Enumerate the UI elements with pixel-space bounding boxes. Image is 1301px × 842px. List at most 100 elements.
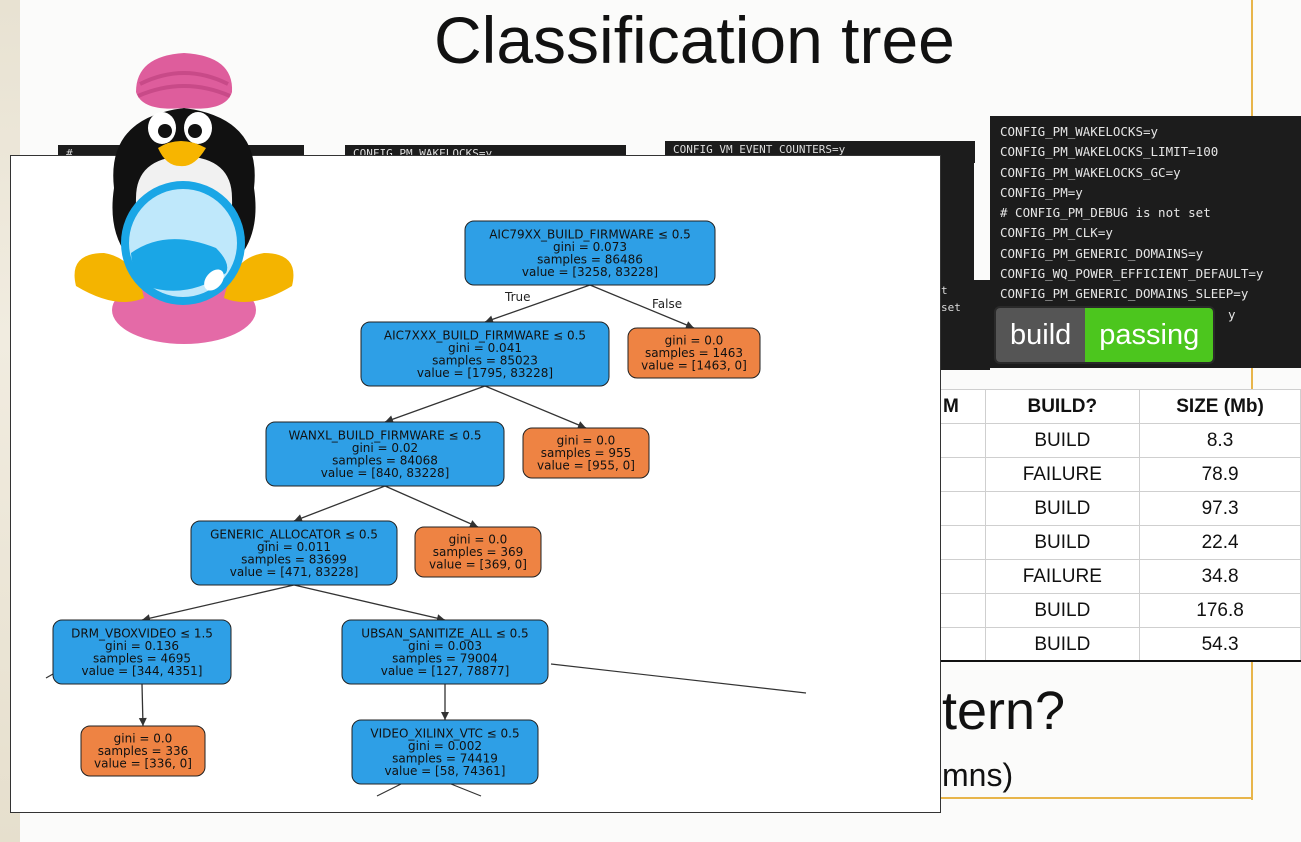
node-split-rule: AIC79XX_BUILD_FIRMWARE ≤ 0.5 — [489, 227, 691, 241]
badge-label: build — [996, 308, 1086, 362]
node-box — [522, 427, 650, 479]
edge-arrowhead — [577, 421, 586, 429]
node-stat: value = [1463, 0] — [641, 359, 747, 373]
node-stat: gini = 0.0 — [449, 533, 508, 547]
config-line: CONFIG_PM_WAKELOCKS=y — [1000, 124, 1159, 139]
table-cell: 22.4 — [1139, 525, 1301, 560]
edge-arrowhead — [294, 514, 303, 522]
tree-edge — [484, 284, 591, 323]
node-box — [464, 220, 716, 286]
node-stat: samples = 84068 — [332, 453, 438, 467]
penguin-beak — [158, 141, 206, 167]
table-cell: FAILURE — [984, 559, 1141, 594]
tree-edge — [384, 385, 486, 423]
node-box — [414, 526, 542, 578]
node-stat: samples = 83699 — [241, 552, 347, 566]
table-cell: BUILD — [984, 593, 1141, 628]
node-box — [360, 321, 610, 387]
tree-edge — [589, 284, 695, 329]
edge-arrowhead — [138, 717, 147, 726]
node-box — [265, 421, 505, 487]
node-stat: gini = 0.073 — [553, 240, 627, 254]
badge-status: passing — [1085, 308, 1214, 362]
tree-edge — [484, 385, 587, 429]
table-cell: 8.3 — [1139, 423, 1301, 458]
slide-title: Classification tree — [434, 3, 955, 77]
edge-label-false: False — [652, 297, 682, 311]
node-stat: samples = 79004 — [392, 651, 498, 665]
config-snippet-text: set — [941, 301, 961, 314]
node-split-rule: VIDEO_XILINX_VTC ≤ 0.5 — [370, 726, 519, 740]
node-stat: value = [127, 78877] — [381, 664, 510, 678]
tree-edge — [450, 783, 482, 797]
table-cell: 54.3 — [1139, 627, 1301, 662]
table-cell: 97.3 — [1139, 491, 1301, 526]
table-cell: 176.8 — [1139, 593, 1301, 628]
slide-frame-line — [940, 797, 1253, 799]
node-split-rule: WANXL_BUILD_FIRMWARE ≤ 0.5 — [288, 428, 481, 442]
edge-arrowhead — [485, 315, 494, 324]
node-box — [80, 725, 206, 777]
config-line: CONFIG_WQ_POWER_EFFICIENT_DEFAULT=y — [1000, 266, 1264, 282]
config-line: CONFIG_PM=y — [1000, 184, 1083, 200]
node-stat: value = [344, 4351] — [82, 664, 203, 678]
table-cell: 34.8 — [1139, 559, 1301, 594]
edge-arrowhead — [385, 415, 394, 424]
column-header: M — [940, 389, 986, 424]
node-stat: gini = 0.041 — [448, 341, 522, 355]
node-split-rule: AIC7XXX_BUILD_FIRMWARE ≤ 0.5 — [384, 328, 586, 342]
node-stat: gini = 0.011 — [257, 540, 331, 554]
node-stat: gini = 0.0 — [665, 334, 724, 348]
config-snippet-strip — [940, 141, 974, 281]
node-box — [190, 520, 398, 586]
node-stat: samples = 1463 — [645, 346, 743, 360]
node-split-rule: DRM_VBOXVIDEO ≤ 1.5 — [71, 626, 213, 640]
tree-edge — [384, 485, 479, 528]
edge-arrowhead — [469, 520, 478, 528]
table-header-row: M BUILD? SIZE (Mb) — [940, 389, 1301, 424]
build-status-badge: build passing — [996, 308, 1214, 362]
table-cell: BUILD — [984, 491, 1141, 526]
table-cell: BUILD — [984, 525, 1141, 560]
node-stat: gini = 0.002 — [408, 739, 482, 753]
column-header: BUILD? — [984, 389, 1141, 424]
node-stat: value = [955, 0] — [537, 459, 635, 473]
penguin-foot — [224, 253, 294, 302]
node-stat: samples = 369 — [433, 545, 523, 559]
config-line: y — [1228, 306, 1236, 322]
edge-arrowhead — [441, 712, 449, 720]
turban-shape — [136, 53, 233, 109]
edge-arrowhead — [685, 321, 694, 329]
node-stat: gini = 0.0 — [557, 434, 616, 448]
node-box — [52, 619, 232, 685]
node-split-rule: UBSAN_SANITIZE_ALL ≤ 0.5 — [361, 626, 528, 640]
tree-edge — [550, 663, 807, 694]
config-line: CONFIG_PM_GENERIC_DOMAINS=y — [1000, 245, 1204, 261]
config-snippet-back: t set — [940, 280, 990, 370]
tree-edge — [293, 485, 386, 522]
node-stat: value = [3258, 83228] — [522, 265, 658, 279]
slide-subtext-fragment: mns) — [942, 757, 1014, 793]
config-line: CONFIG_PM_WAKELOCKS_GC=y — [1000, 164, 1181, 180]
table-cell: 78.9 — [1139, 457, 1301, 492]
table-cell: BUILD — [984, 423, 1141, 458]
node-stat: gini = 0.003 — [408, 639, 482, 653]
slide-heading-fragment: tern? — [942, 681, 1066, 741]
node-stat: gini = 0.02 — [352, 441, 418, 455]
